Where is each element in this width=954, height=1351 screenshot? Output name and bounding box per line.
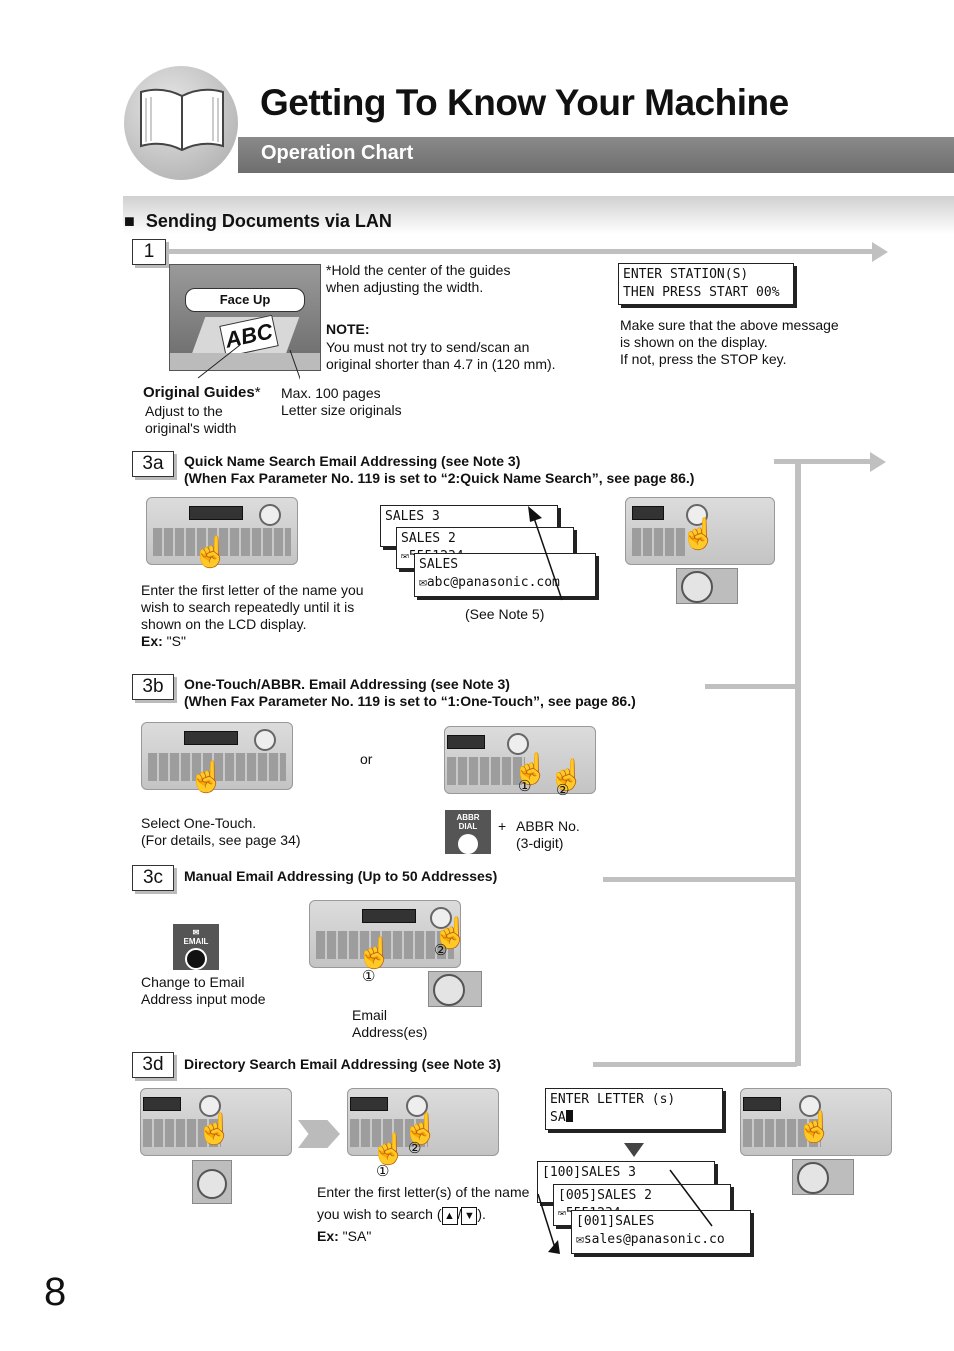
book-icon [140, 88, 224, 152]
email-key: ✉ EMAIL [173, 924, 219, 970]
guide-note: *Hold the center of the guides when adju… [326, 262, 511, 295]
guide-pointer-lines [197, 344, 300, 380]
select-one-touch: Select One-Touch. (For details, see page… [141, 815, 301, 848]
face-up-label: Face Up [185, 288, 305, 312]
note-text: You must not try to send/scan an origina… [326, 339, 556, 372]
header-book-badge [124, 66, 238, 180]
pointing-hand-icon: ☝ [680, 518, 718, 551]
key-circle [185, 948, 207, 970]
scanner-base [170, 353, 320, 370]
max-pages-text: Max. 100 pages Letter size originals [281, 385, 402, 418]
lcd-enter-letter: ENTER LETTER (s) SA [545, 1088, 723, 1130]
email-addresses: Email Address(es) [352, 1007, 428, 1040]
pointing-hand-icon: ☝ [356, 937, 394, 970]
step-3b-label: 3b [132, 674, 174, 700]
dpad-button-3a [676, 568, 738, 604]
step-3c-label: 3c [132, 865, 174, 891]
see-note-5: (See Note 5) [465, 606, 545, 622]
envelope-icon: ✉ [419, 575, 427, 590]
step-1-label: 1 [132, 239, 166, 265]
page-title: Getting To Know Your Machine [260, 82, 789, 123]
pointing-hand-icon: ☝ [796, 1111, 834, 1144]
lcd-sales: SALES ✉abc@panasonic.com [414, 553, 596, 597]
keypad-panel-3d-b [347, 1088, 499, 1156]
section-title: ■ Sending Documents via LAN [124, 211, 392, 232]
directory-search-button [192, 1160, 232, 1204]
section-bullet: ■ [124, 211, 135, 231]
step-3c-title: Manual Email Addressing (Up to 50 Addres… [184, 868, 498, 884]
mark-two: ② [408, 1140, 422, 1157]
pointing-hand-icon: ☝ [192, 536, 230, 569]
or-label: or [360, 751, 373, 767]
flow-trunk [795, 462, 801, 1066]
envelope-icon: ✉ [558, 1206, 566, 1215]
keyboard-panel-3b [141, 722, 293, 790]
dpad-button-3c [428, 971, 482, 1007]
step-3d-title: Directory Search Email Addressing (see N… [184, 1056, 501, 1072]
lcd-001-sales: [001]SALES ✉sales@panasonic.co [571, 1210, 751, 1254]
step-3d-label: 3d [132, 1052, 174, 1078]
mark-one: ① [518, 778, 532, 795]
subtitle-bar [238, 137, 954, 173]
abbr-dial-key: ABBR DIAL [445, 810, 491, 854]
mark-one: ① [362, 968, 376, 985]
guides-text: Adjust to the original's width [145, 403, 237, 436]
keypad-panel-3d-c [740, 1088, 892, 1156]
flow-line-3d [593, 1062, 797, 1067]
mark-two: ② [556, 782, 570, 799]
flow-arrow-3a [870, 452, 886, 472]
down-triangle [624, 1143, 644, 1157]
flow-arrow-1 [872, 242, 888, 262]
flow-line-3b [705, 684, 797, 689]
keypad-panel-3d-a [140, 1088, 292, 1156]
pointing-hand-icon: ☝ [548, 759, 586, 792]
section-band [123, 196, 954, 234]
page-subtitle: Operation Chart [261, 142, 414, 164]
keyboard-panel-3c [309, 900, 461, 968]
flow-line-1 [166, 249, 872, 254]
flow-line-3a [774, 459, 870, 464]
pointing-hand-icon: ☝ [196, 1113, 234, 1146]
step-3b-title: One-Touch/ABBR. Email Addressing (see No… [184, 676, 636, 709]
section-title-text: Sending Documents via LAN [145, 211, 392, 231]
envelope-icon: ✉ [192, 928, 200, 937]
lcd-100-sales-3: [100]SALES 3 [537, 1161, 715, 1203]
pointing-hand-icon: ☝ [370, 1133, 408, 1166]
mark-two: ② [434, 942, 448, 959]
envelope-icon: ✉ [576, 1232, 584, 1247]
step-3a-label: 3a [132, 451, 174, 477]
mark-one: ① [376, 1163, 390, 1180]
step-3a-instructions: Enter the first letter of the name you w… [141, 582, 364, 649]
cursor-block [565, 1110, 573, 1122]
flow-line-3c [603, 877, 797, 882]
step-3d-instructions: Enter the first letter(s) of the name yo… [317, 1184, 530, 1244]
lcd-note: Make sure that the above message is show… [620, 317, 839, 367]
envelope-icon: ✉ [401, 549, 409, 558]
cycle-arrows-3d [537, 1169, 713, 1254]
pointing-hand-icon: ☝ [432, 917, 470, 950]
pointing-hand-icon: ☝ [188, 761, 226, 794]
pointing-hand-icon: ☝ [402, 1113, 440, 1146]
next-step-chevron [298, 1120, 340, 1148]
keyboard-panel-3a [146, 497, 298, 565]
key-circle [458, 834, 478, 854]
page-number: 8 [44, 1270, 67, 1314]
keypad-panel-3a [625, 497, 775, 565]
original-guides-label: Original Guides* [143, 384, 261, 401]
scanner-illustration: ABC [169, 264, 321, 371]
lcd-enter-station: ENTER STATION(S) THEN PRESS START 00% [618, 263, 794, 305]
keypad-panel-3b [444, 726, 596, 794]
note-title: NOTE: [326, 321, 370, 337]
step-3a-title: Quick Name Search Email Addressing (see … [184, 453, 695, 486]
down-arrow-key-icon: ▼ [461, 1207, 478, 1225]
up-arrow-key-icon: ▲ [441, 1207, 458, 1225]
plus-sign: + [498, 818, 507, 834]
pointing-hand-icon: ☝ [512, 753, 550, 786]
dpad-button-3d [792, 1159, 854, 1195]
abbr-number-text: ABBR No. (3-digit) [516, 818, 580, 851]
change-to-email: Change to Email Address input mode [141, 974, 266, 1007]
cycle-arrow [528, 506, 563, 601]
